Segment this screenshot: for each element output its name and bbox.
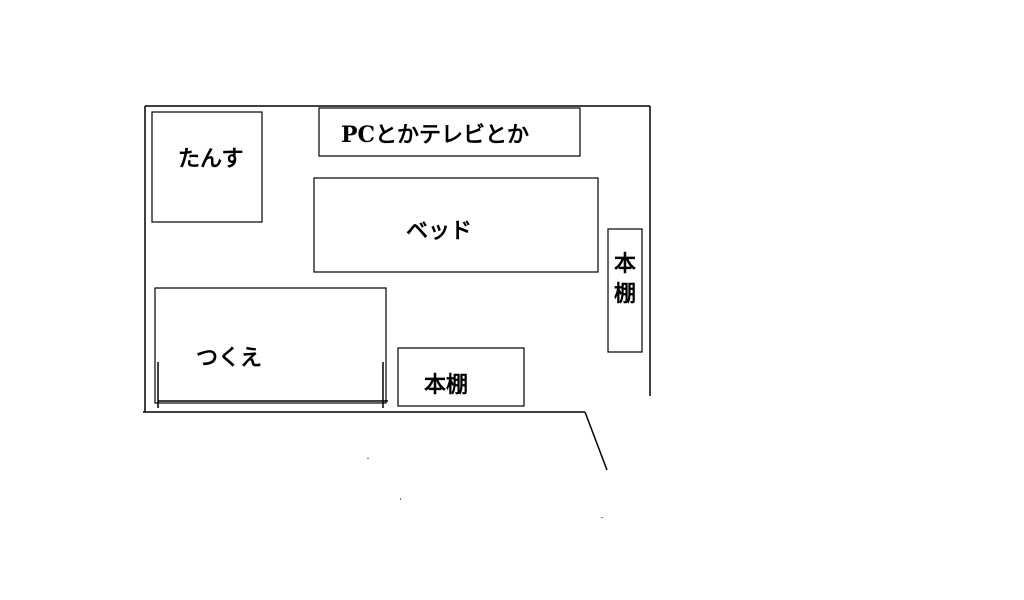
bed-furniture: ベッド [313,177,599,273]
speck-3 [601,517,603,518]
tansu-furniture: たんす [151,111,263,223]
desk-label: つくえ [196,346,262,371]
bookshelf-bottom-furniture: 本棚 [397,347,525,407]
pc-tv-label: PCとかテレビとか [341,122,529,148]
bookshelf-bottom-label: 本棚 [424,373,468,398]
tansu-box [151,111,263,223]
room-walls [143,105,651,471]
desk-furniture: つくえ [154,287,388,408]
bookshelf-right-furniture: 本 棚 [607,228,643,353]
bookshelf-right-label-1: 本 [614,252,636,277]
bookshelf-right-label-2: 棚 [614,282,636,307]
pc-tv-furniture: PCとかテレビとか [318,107,581,157]
door-swing-line [584,411,608,471]
bookshelf-right-box [607,228,643,353]
tansu-label: たんす [178,147,244,172]
bed-label: ベッド [406,219,472,244]
bookshelf-bottom-box [397,347,525,407]
desk-box [154,287,387,404]
speck-1 [367,458,369,459]
bed-box [313,177,599,273]
speck-2 [400,498,401,500]
pc-tv-box [318,107,581,157]
